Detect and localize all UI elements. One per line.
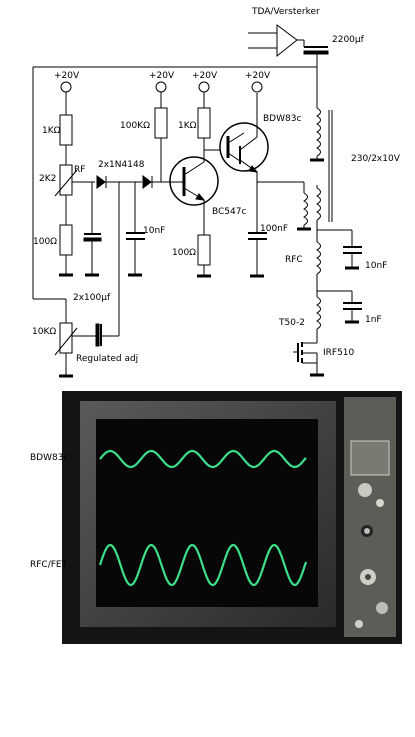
transformer-label: 230/2x10V xyxy=(351,154,401,164)
cap-10nf-mid-label: 10nF xyxy=(143,226,165,236)
r-100-left-label: 100Ω xyxy=(33,237,57,247)
schematic: TDA/Versterker 2200µf +20V +20V +20V +20… xyxy=(32,7,401,378)
rf-label: RF xyxy=(74,165,85,175)
cap-100nf-label: 100nF xyxy=(260,224,288,234)
irf-label: IRF510 xyxy=(323,348,355,358)
output-cap-label: 2200µf xyxy=(332,35,365,45)
r-1k-right-label: 1KΩ xyxy=(178,121,197,131)
rfc-label: RFC xyxy=(285,255,303,265)
supply-label-4: +20V xyxy=(245,71,271,81)
t50-label: T50-2 xyxy=(278,318,305,328)
trace2-label: RFC/FET xyxy=(30,560,68,570)
supply-label-1: +20V xyxy=(54,71,80,81)
supply-label-3: +20V xyxy=(192,71,218,81)
supply-label-2: +20V xyxy=(149,71,175,81)
trace-rfc-fet xyxy=(98,543,308,587)
amplifier-symbol xyxy=(276,24,298,58)
trace-bdw83c xyxy=(99,449,307,469)
bdw-label: BDW83c xyxy=(263,114,301,124)
pot-10k-label: 10KΩ xyxy=(32,327,56,337)
scope-knob xyxy=(358,483,372,497)
bc547-label: BC547c xyxy=(212,207,246,217)
amplifier-label: TDA/Versterker xyxy=(251,7,320,17)
regulated-label: Regulated adj xyxy=(76,354,138,364)
r1-label: 1KΩ xyxy=(42,126,61,136)
scope-control-panel xyxy=(344,397,396,637)
r-100k-label: 100KΩ xyxy=(120,121,150,131)
cap-10nf-right-label: 10nF xyxy=(365,261,387,271)
cap-1nf-label: 1nF xyxy=(365,315,382,325)
trace1-label: BDW83c xyxy=(30,453,69,463)
oscilloscope-drawing xyxy=(62,391,402,644)
pot-2k2-label: 2K2 xyxy=(39,174,56,184)
oscilloscope-photo xyxy=(62,391,402,644)
diodes-label: 2x1N4148 xyxy=(98,160,145,170)
r-100-mid-label: 100Ω xyxy=(172,248,196,258)
cap-2x100-label: 2x100µf xyxy=(73,293,111,303)
